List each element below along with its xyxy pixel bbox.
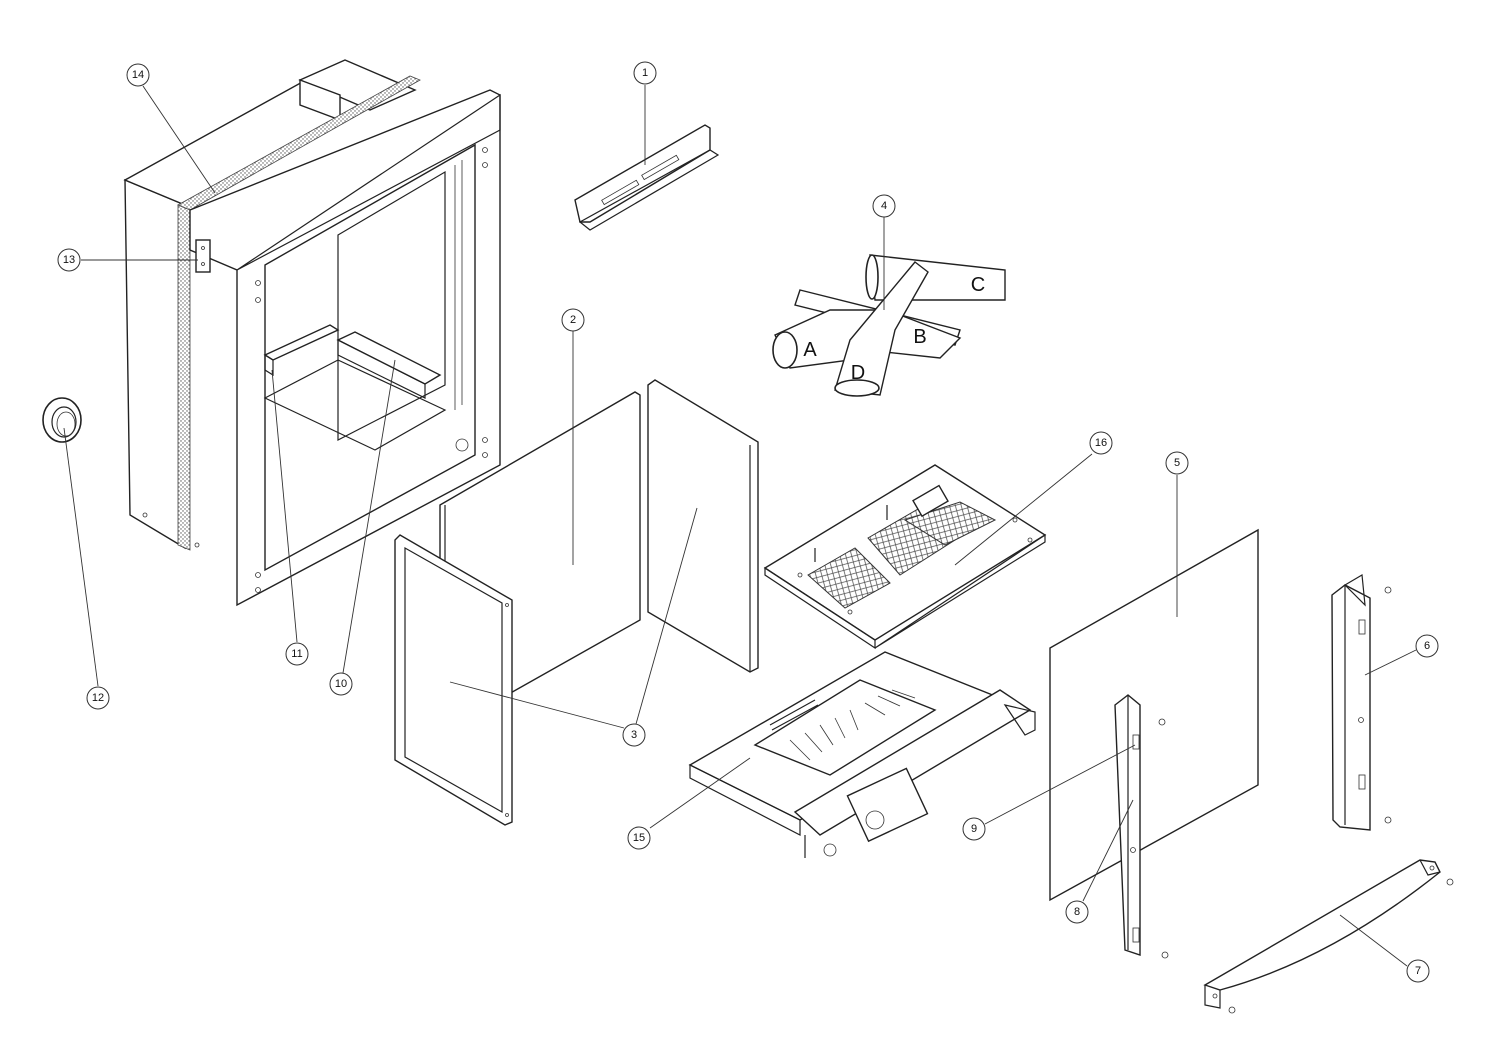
svg-text:11: 11 xyxy=(291,648,302,660)
callout-2: 2 xyxy=(561,308,585,332)
callout-15: 15 xyxy=(627,826,651,850)
refractory-panels xyxy=(394,379,759,826)
callout-7: 7 xyxy=(1406,959,1430,983)
glass-panel-5 xyxy=(1049,528,1259,902)
svg-text:12: 12 xyxy=(92,692,104,704)
burner-assembly-15 xyxy=(688,651,1036,858)
callout-5: 5 xyxy=(1165,451,1189,475)
log-label-b: B xyxy=(913,326,926,348)
callout-1: 1 xyxy=(633,61,657,85)
svg-text:15: 15 xyxy=(633,832,645,844)
trim-strip-6 xyxy=(1331,574,1371,831)
log-label-c: C xyxy=(971,274,985,296)
svg-text:14: 14 xyxy=(132,69,144,81)
burner-ports xyxy=(789,689,916,761)
callout-10: 10 xyxy=(329,672,353,696)
svg-text:10: 10 xyxy=(335,678,347,690)
log-label-d: D xyxy=(851,362,865,384)
top-bracket-1 xyxy=(574,124,720,231)
side-panel-3-right xyxy=(647,379,759,673)
flue-ring-12 xyxy=(42,397,82,443)
callout-14: 14 xyxy=(126,63,150,87)
callout-13: 13 xyxy=(57,248,81,272)
svg-text:6: 6 xyxy=(1424,640,1430,652)
callout-6: 6 xyxy=(1415,634,1439,658)
callout-9: 9 xyxy=(962,817,986,841)
burner-cover-16 xyxy=(763,464,1047,650)
ceramic-log-set-4: A B C D xyxy=(772,254,1006,397)
log-label-a: A xyxy=(803,339,817,361)
callout-16: 16 xyxy=(1089,431,1113,455)
curved-bottom-trim-7 xyxy=(1203,859,1441,1009)
svg-text:8: 8 xyxy=(1074,906,1080,918)
log-d xyxy=(834,261,929,396)
svg-text:7: 7 xyxy=(1415,965,1421,977)
firebox-housing xyxy=(123,59,501,607)
callout-12: 12 xyxy=(86,686,110,710)
svg-text:13: 13 xyxy=(63,254,75,266)
svg-text:3: 3 xyxy=(631,729,637,741)
callout-8: 8 xyxy=(1065,900,1089,924)
hinge-plate-13 xyxy=(195,239,211,273)
side-panel-3-left xyxy=(394,534,513,826)
svg-text:1: 1 xyxy=(642,67,648,79)
callout-4: 4 xyxy=(872,194,896,218)
callout-3: 3 xyxy=(622,723,646,747)
trim-strip-8 xyxy=(1114,694,1141,956)
callout-11: 11 xyxy=(285,642,309,666)
leader-lines xyxy=(63,85,1417,967)
svg-text:5: 5 xyxy=(1174,457,1180,469)
svg-text:16: 16 xyxy=(1095,437,1107,449)
svg-text:4: 4 xyxy=(881,200,887,212)
screws xyxy=(1158,586,1454,1014)
svg-text:2: 2 xyxy=(570,314,576,326)
callouts: 1 2 3 4 5 6 7 8 xyxy=(57,61,1439,983)
svg-text:9: 9 xyxy=(971,823,977,835)
